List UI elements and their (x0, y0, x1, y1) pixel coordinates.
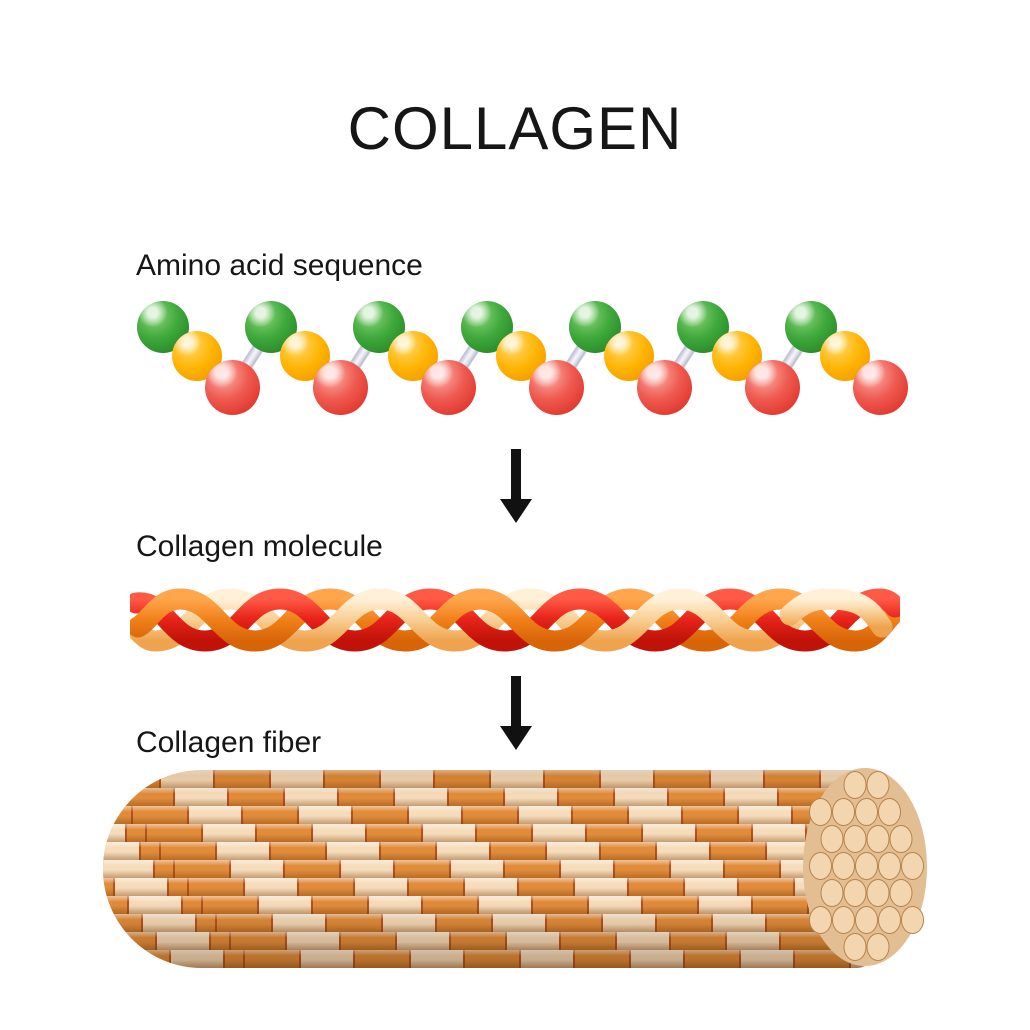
collagen-fiber-body (103, 770, 893, 968)
fibril-end-cap (820, 879, 844, 907)
fibril-end-cap (832, 798, 855, 826)
amino-ball-yellow (712, 331, 762, 381)
collagen-molecule-label: Collagen molecule (136, 530, 383, 563)
strand-cream-over (779, 588, 893, 638)
amino-ball-green (461, 301, 513, 353)
amino-ball-red (421, 360, 476, 415)
amino-ball-red (745, 360, 800, 415)
fibril-end-cap (855, 852, 878, 880)
fibril-end-caps (809, 771, 924, 961)
fibril-end-cap (901, 852, 924, 880)
fibril-end-cap (843, 879, 867, 907)
fibril-end-cap (866, 933, 890, 961)
fibril-end-cap (832, 852, 855, 880)
fibril-end-cap (809, 852, 832, 880)
fibril-end-cap (843, 933, 867, 961)
bond-connector (767, 324, 816, 391)
fibril-row (103, 788, 893, 806)
amino-ball-green (137, 301, 189, 353)
amino-ball-red (853, 360, 908, 415)
amino-ball-yellow (604, 331, 654, 381)
fibril-row (103, 896, 893, 914)
arrow-head (500, 726, 532, 750)
amino-ball-yellow (172, 331, 222, 381)
fibril-row (103, 860, 893, 878)
fibril-row (103, 842, 893, 860)
fibril-end-cap (866, 825, 890, 853)
arrow-shaft (511, 449, 521, 500)
amino-ball-yellow (496, 331, 546, 381)
fibril-row (103, 824, 893, 842)
amino-ball-yellow (280, 331, 330, 381)
fibril-end-cap (889, 879, 913, 907)
fibril-row (103, 878, 893, 896)
fibril-row (103, 932, 893, 950)
fibril-end-cap (843, 771, 867, 799)
fibril-end-cap (866, 771, 890, 799)
collagen-fiber-label: Collagen fiber (136, 726, 322, 759)
strand-orange-over (130, 588, 266, 652)
bond-connector (659, 324, 708, 391)
collagen-molecule-helix (130, 588, 900, 652)
fiber-cross-section (803, 768, 927, 966)
fibril-end-cap (878, 906, 901, 934)
amino-ball-red (529, 360, 584, 415)
down-arrow-icon (500, 676, 532, 750)
amino-ball-red (205, 360, 260, 415)
amino-ball-green (569, 301, 621, 353)
fibril-row (103, 914, 893, 932)
fibril-end-cap (878, 798, 901, 826)
bond-connector (443, 324, 492, 391)
amino-ball-yellow (820, 331, 870, 381)
fibril-end-cap (832, 906, 855, 934)
fibril-row (103, 950, 893, 968)
fibril-end-cap (843, 825, 867, 853)
bond-connector (335, 324, 384, 391)
fibril-end-cap (901, 906, 924, 934)
fibril-row (103, 770, 893, 788)
bond-connector (551, 324, 600, 391)
amino-ball-green (785, 301, 837, 353)
arrow-shaft (511, 676, 521, 727)
arrow-head (500, 499, 532, 523)
fibril-end-cap (855, 906, 878, 934)
amino-ball-red (637, 360, 692, 415)
strand-cream-over (294, 588, 466, 652)
fibril-end-cap (866, 879, 890, 907)
amino-ball-green (245, 301, 297, 353)
amino-ball-green (353, 301, 405, 353)
bond-connector (227, 324, 276, 391)
amino-acid-sequence-label: Amino acid sequence (136, 249, 423, 282)
fibril-end-cap (878, 852, 901, 880)
fibril-row (103, 806, 893, 824)
fibril-end-cap (809, 798, 832, 826)
fibril-end-cap (820, 825, 844, 853)
fibril-end-cap (889, 825, 913, 853)
down-arrow-icon (500, 449, 532, 523)
amino-ball-red (313, 360, 368, 415)
page-title: COLLAGEN (347, 95, 683, 162)
strand-cream-over (594, 588, 766, 652)
amino-ball-green (677, 301, 729, 353)
amino-ball-yellow (388, 331, 438, 381)
fibril-end-cap (855, 798, 878, 826)
fibril-end-cap (809, 906, 832, 934)
